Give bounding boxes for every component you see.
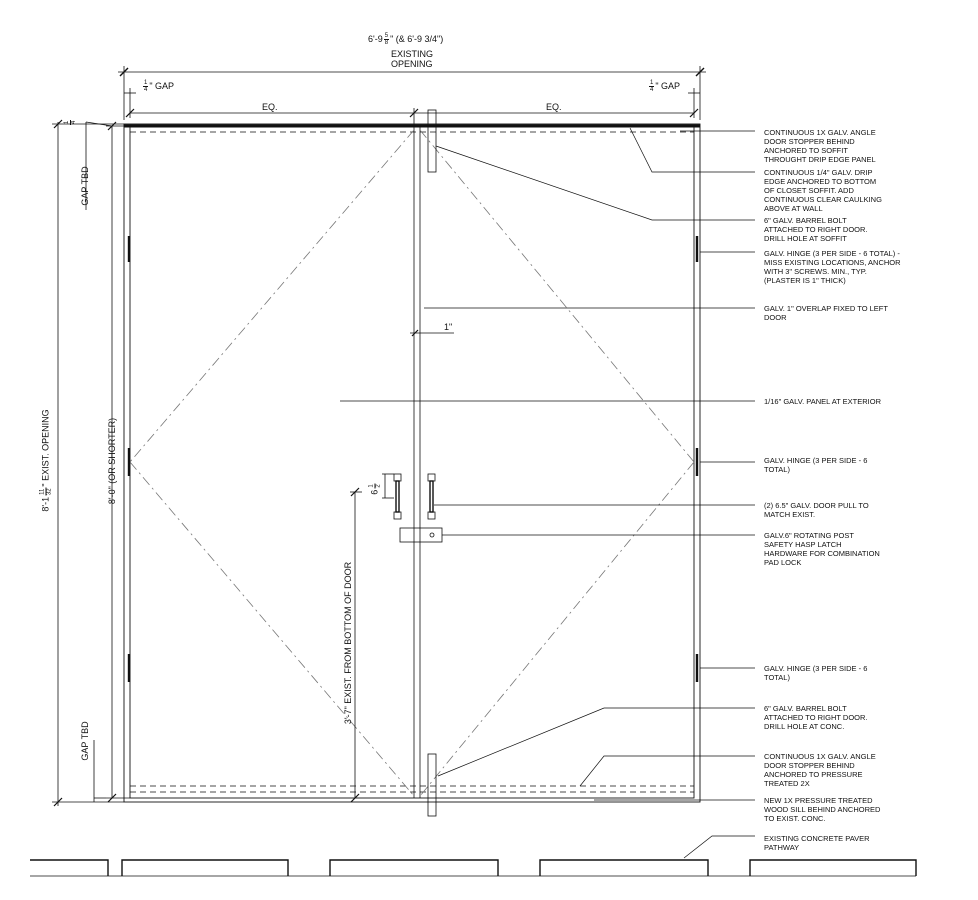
gap-tbd-bottom-label: GAP TBD bbox=[80, 721, 90, 761]
note-overlap: GALV. 1" OVERLAP FIXED TO LEFT DOOR bbox=[764, 304, 888, 322]
note-bottom-angle-stopper: CONTINUOUS 1X GALV. ANGLE DOOR STOPPER B… bbox=[764, 752, 876, 788]
gap-tbd-top-label: GAP TBD bbox=[80, 166, 90, 206]
leader-lines bbox=[340, 127, 755, 859]
note-wood-sill: NEW 1X PRESSURE TREATED WOOD SILL BEHIND… bbox=[764, 796, 881, 823]
top-dimension-prefix: 6'-9 bbox=[368, 33, 383, 44]
note-hasp: GALV.6" ROTATING POST SAFETY HASP LATCH … bbox=[764, 531, 880, 567]
eq-left-label: EQ. bbox=[262, 102, 278, 112]
note-hinge-main: GALV. HINGE (3 PER SIDE - 6 TOTAL) - MIS… bbox=[764, 249, 901, 285]
note-hinge-bottom: GALV. HINGE (3 PER SIDE - 6 TOTAL) bbox=[764, 664, 868, 682]
overlap-dimension-label: 1" bbox=[444, 322, 453, 332]
top-dimension-line bbox=[118, 66, 706, 120]
safety-hasp bbox=[399, 527, 443, 543]
eq-dimension-lines bbox=[125, 108, 699, 126]
barrel-bolts bbox=[427, 109, 437, 817]
note-drip-edge: CONTINUOUS 1/4" GALV. DRIP EDGE ANCHORED… bbox=[764, 168, 882, 213]
top-dimension-line2: EXISTING bbox=[391, 49, 434, 59]
note-top-angle-stopper: CONTINUOUS 1X GALV. ANGLE DOOR STOPPER B… bbox=[764, 128, 876, 164]
door-pulls bbox=[393, 473, 436, 520]
top-dimension-suffix: " (& 6'-9 3/4") bbox=[390, 33, 444, 44]
note-barrel-bolt-top: 6" GALV. BARREL BOLT ATTACHED TO RIGHT D… bbox=[764, 216, 868, 243]
note-panel: 1/16" GALV. PANEL AT EXTERIOR bbox=[764, 397, 882, 406]
top-dimension-line3: OPENING bbox=[391, 59, 433, 69]
note-hinge-middle: GALV. HINGE (3 PER SIDE - 6 TOTAL) bbox=[764, 456, 868, 474]
hinges bbox=[127, 236, 699, 682]
gap-dimension-lines bbox=[124, 88, 700, 118]
door-panels bbox=[123, 123, 701, 803]
note-paver: EXISTING CONCRETE PAVER PATHWAY bbox=[764, 834, 870, 852]
eq-right-label: EQ. bbox=[546, 102, 562, 112]
pull-height-label: 3'-7" EXIST. FROM BOTTOM OF DOOR bbox=[343, 561, 353, 725]
paver-pathway bbox=[30, 859, 917, 877]
left-dimension-lines bbox=[52, 119, 454, 807]
note-barrel-bolt-bottom: 6" GALV. BARREL BOLT ATTACHED TO RIGHT D… bbox=[764, 704, 868, 731]
door-height-label: 8'-0" (OR SHORTER) bbox=[107, 417, 117, 505]
door-swing-lines bbox=[129, 129, 695, 797]
note-door-pull: (2) 6.5" GALV. DOOR PULL TO MATCH EXIST. bbox=[764, 501, 869, 519]
